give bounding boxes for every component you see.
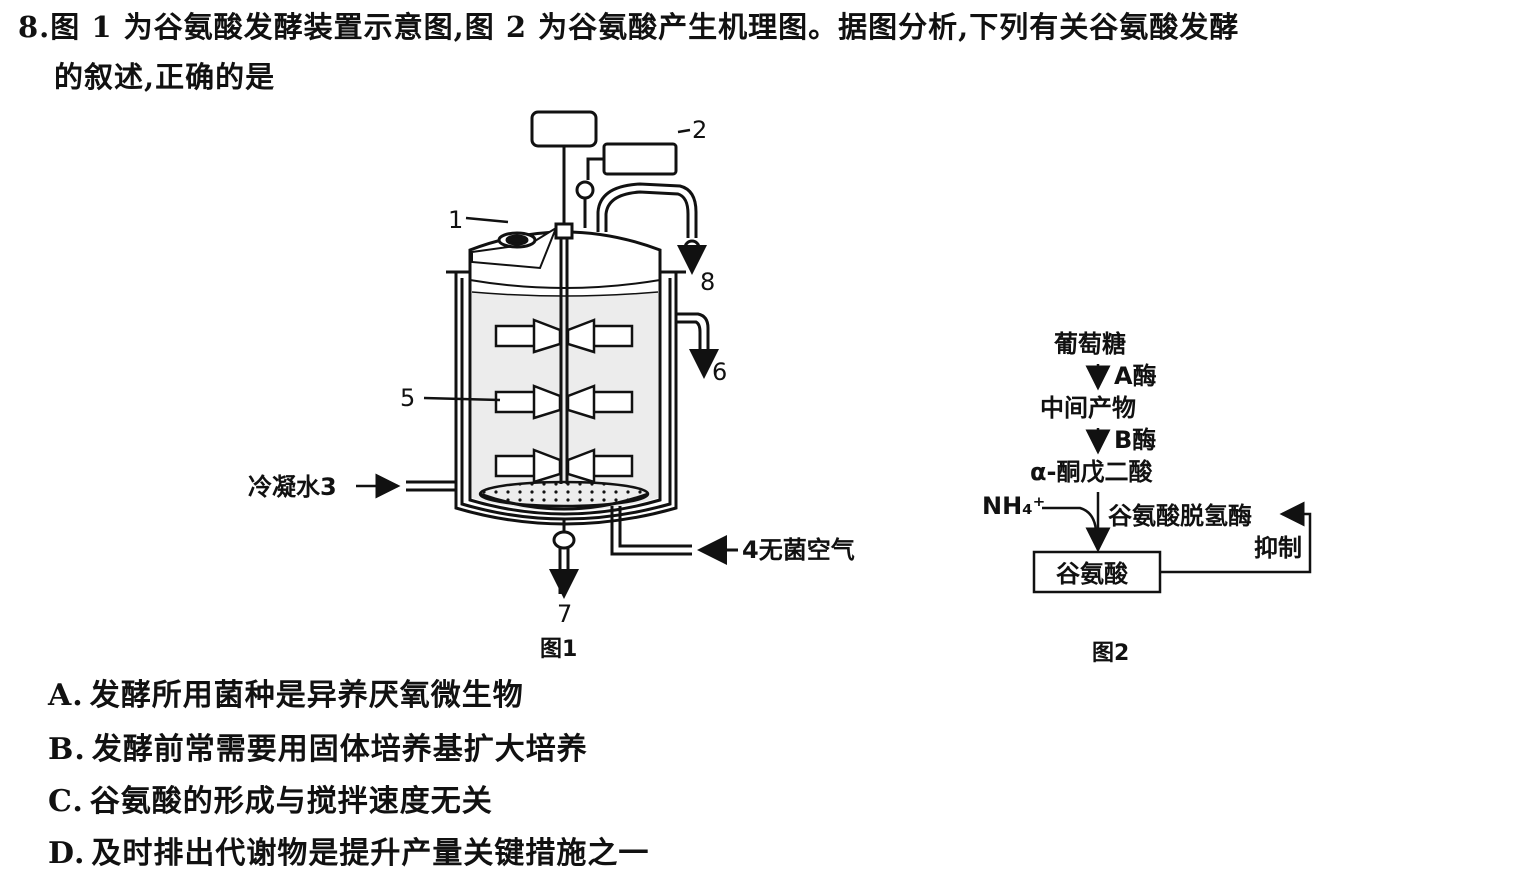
- question-stem: 8.图 1 为谷氨酸发酵装置示意图,图 2 为谷氨酸产生机理图。据图分析,下列有…: [18, 2, 1528, 102]
- impeller-middle: [494, 384, 634, 420]
- option-b-text: 发酵前常需要用固体培养基扩大培养: [91, 732, 588, 767]
- option-a-label: A.: [48, 678, 84, 713]
- sparger: [478, 480, 650, 511]
- stirrer-shaft: [554, 222, 574, 484]
- gauge-box: [575, 142, 678, 228]
- option-b[interactable]: B.发酵前常需要用固体培养基扩大培养: [48, 730, 588, 770]
- figure-2-caption: 图2: [1092, 641, 1129, 666]
- stem-line-2: 的叙述,正确的是: [54, 60, 276, 94]
- question-number: 8.: [18, 10, 51, 44]
- drain-valve: [549, 518, 579, 599]
- label-5: 5: [400, 384, 415, 412]
- air-inlet-pipe: [610, 506, 738, 565]
- exhaust-pipe: [596, 182, 707, 275]
- ammonium-join-line: [1042, 506, 1098, 531]
- option-c-text: 谷氨酸的形成与搅拌速度无关: [89, 784, 493, 819]
- intermediate-label: 中间产物: [1040, 394, 1136, 422]
- label-3: 冷凝水3: [248, 473, 337, 501]
- enzyme-b-label: B酶: [1114, 426, 1156, 454]
- dehydrogenase-label: 谷氨酸脱氢酶: [1108, 502, 1252, 530]
- option-c-label: C.: [48, 784, 84, 819]
- ammonium-label: NH₄⁺: [982, 492, 1045, 520]
- label-8: 8: [700, 268, 715, 296]
- impeller-bottom: [494, 448, 634, 484]
- option-c[interactable]: C.谷氨酸的形成与搅拌速度无关: [48, 782, 493, 822]
- option-d-text: 及时排出代谢物是提升产量关键措施之一: [91, 836, 650, 871]
- enzyme-a-label: A酶: [1114, 362, 1157, 390]
- label-1: 1: [448, 206, 463, 234]
- stem-line-1: 8.图 1 为谷氨酸发酵装置示意图,图 2 为谷氨酸产生机理图。据图分析,下列有…: [18, 2, 1528, 52]
- inhibition-label: 抑制: [1254, 534, 1302, 562]
- motor: [530, 110, 598, 228]
- impeller-top: [494, 318, 634, 354]
- figure-1-caption: 图1: [540, 637, 577, 662]
- option-d-label: D.: [48, 836, 86, 871]
- glucose-label: 葡萄糖: [1053, 330, 1126, 358]
- label-4: 4无菌空气: [742, 536, 855, 564]
- option-a-text: 发酵所用菌种是异养厌氧微生物: [89, 678, 524, 713]
- ketoglutarate-label: α-酮戊二酸: [1030, 458, 1153, 486]
- callout-lines: [356, 128, 691, 499]
- option-a[interactable]: A.发酵所用菌种是异养厌氧微生物: [48, 676, 524, 716]
- label-7: 7: [557, 600, 572, 628]
- option-b-label: B.: [48, 732, 86, 767]
- label-2: 2: [692, 116, 707, 144]
- stem-text-1: 图 1 为谷氨酸发酵装置示意图,图 2 为谷氨酸产生机理图。据图分析,下列有关谷…: [50, 10, 1240, 44]
- impellers: [494, 318, 634, 484]
- option-d[interactable]: D.及时排出代谢物是提升产量关键措施之一: [48, 834, 649, 874]
- glutamate-label: 谷氨酸: [1056, 560, 1129, 588]
- feedback-inhibition-line: [1160, 501, 1312, 574]
- label-6: 6: [712, 358, 727, 386]
